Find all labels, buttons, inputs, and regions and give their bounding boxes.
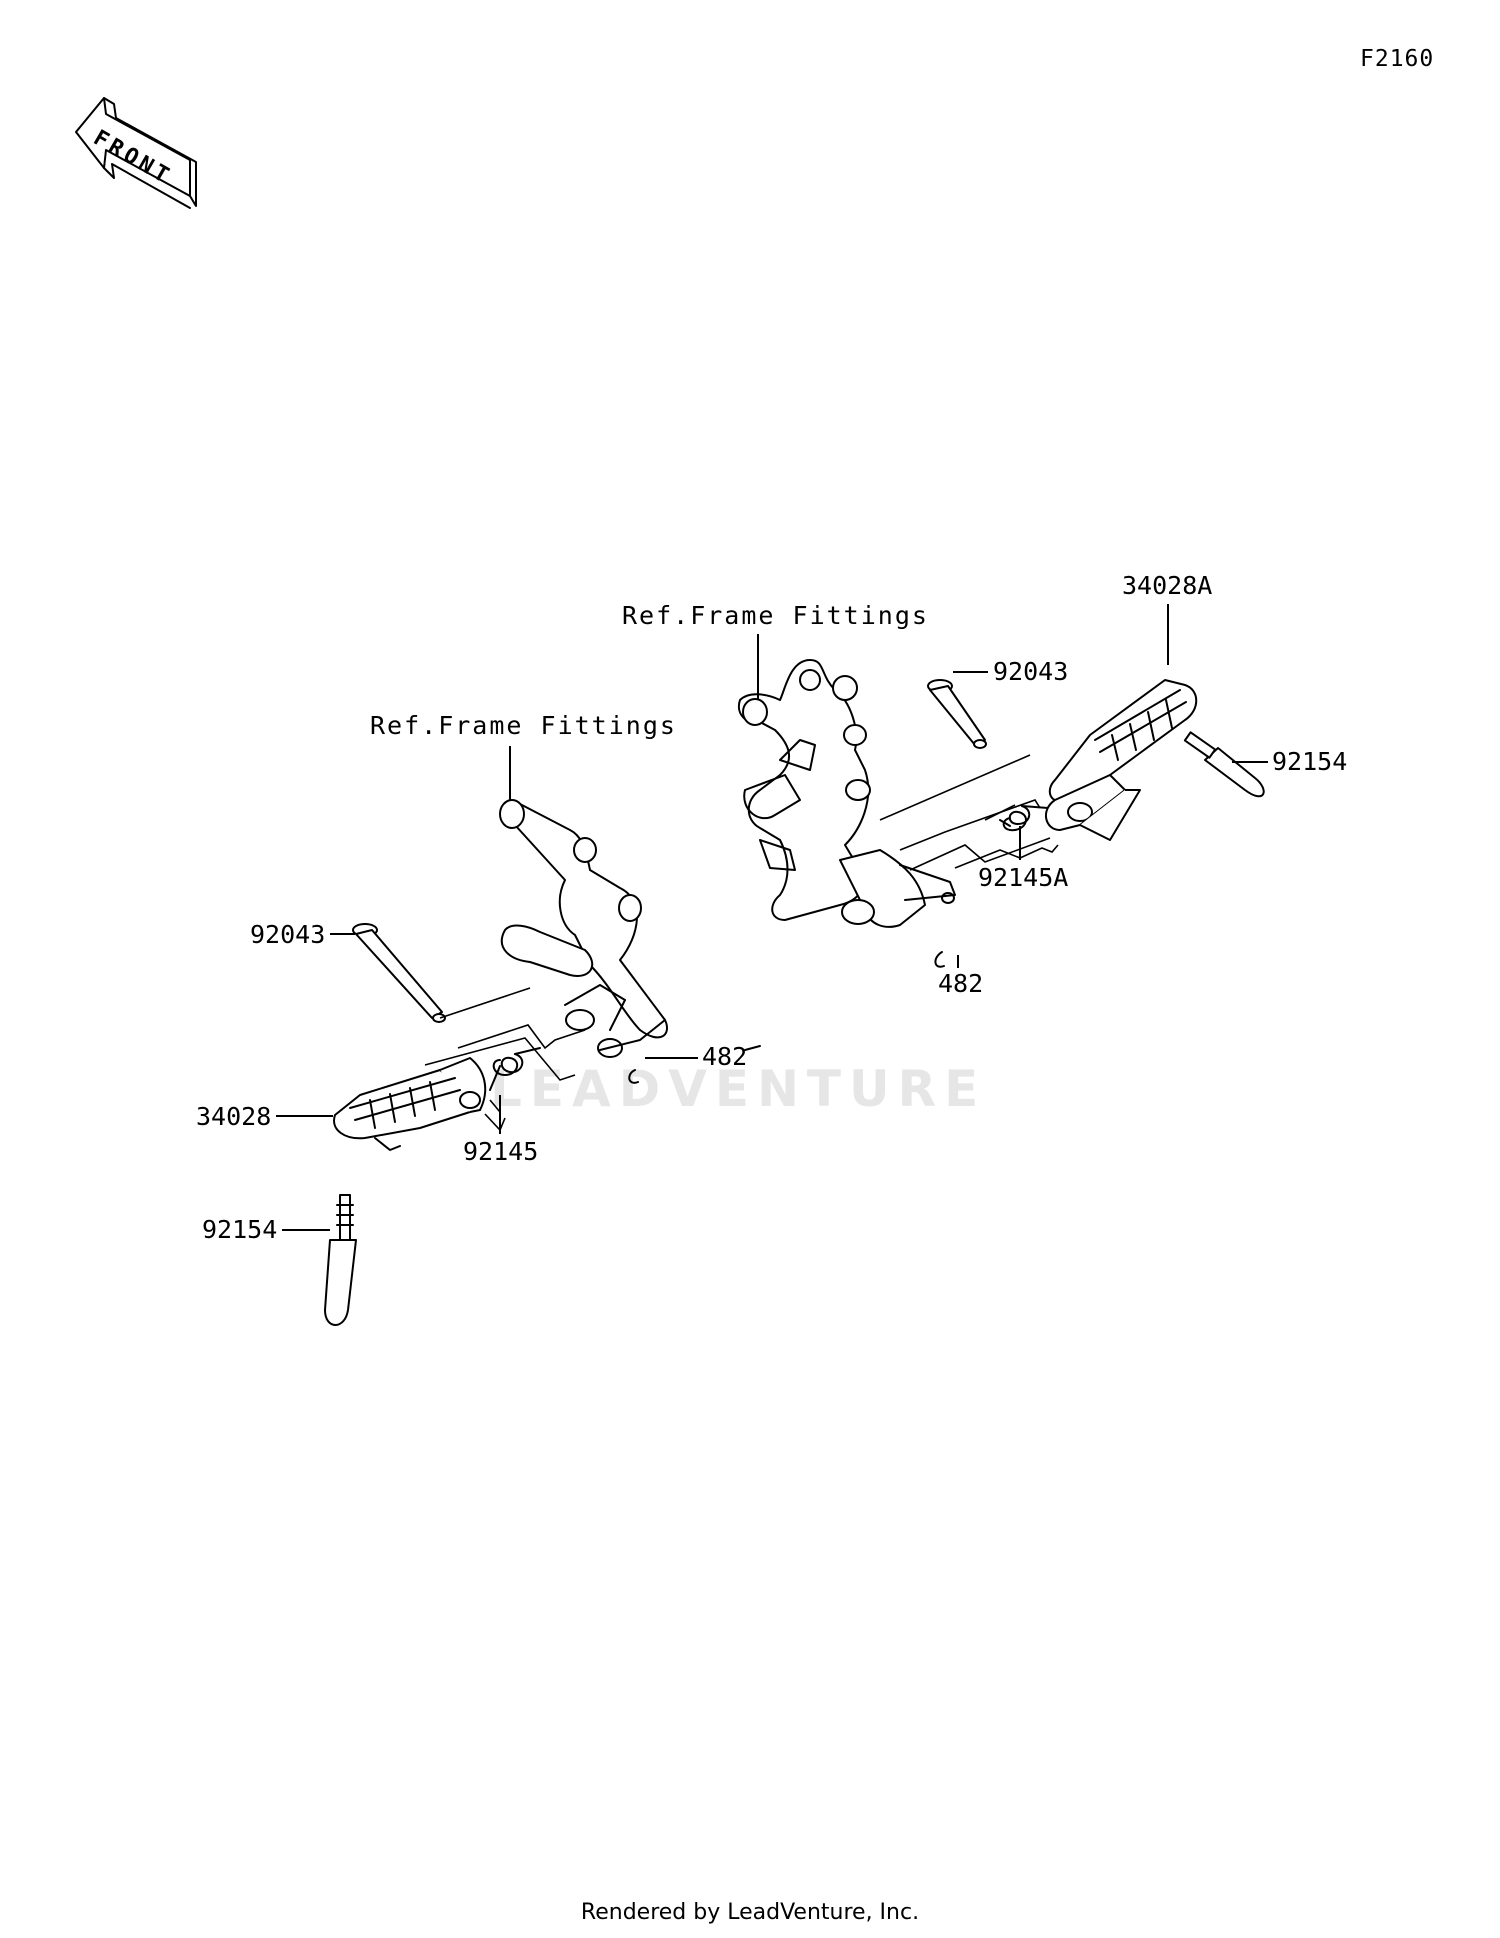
label-34028A: 34028A: [1122, 571, 1212, 600]
label-34028: 34028: [196, 1102, 271, 1131]
left-assembly-lines: [424, 987, 586, 1132]
label-ref-frame-right: Ref.Frame Fittings: [622, 601, 929, 630]
label-92043-right: 92043: [993, 657, 1068, 686]
right-spring-92145A: [999, 805, 1049, 832]
label-92145: 92145: [463, 1137, 538, 1166]
label-ref-frame-left: Ref.Frame Fittings: [370, 711, 677, 740]
right-footpeg-34028A: [1045, 679, 1198, 841]
watermark: LEADVENTURE: [490, 1060, 987, 1118]
left-spring-92145: [489, 1047, 541, 1091]
left-bolt-92154: [324, 1194, 357, 1326]
label-482-right: 482: [938, 969, 983, 998]
right-pin-92043: [927, 679, 987, 749]
label-92154-right: 92154: [1272, 747, 1347, 776]
left-pin-92043: [352, 923, 446, 1023]
right-snap-ring-482: [934, 951, 945, 968]
label-92145A: 92145A: [978, 863, 1068, 892]
right-assembly-lines: [879, 754, 1059, 871]
left-bracket: [499, 799, 668, 1058]
left-footpeg-34028: [333, 1057, 487, 1151]
front-arrow-icon: FRONT: [75, 97, 197, 209]
label-92154-left: 92154: [202, 1215, 277, 1244]
right-bracket: [737, 659, 956, 1051]
label-92043-left: 92043: [250, 920, 325, 949]
right-bolt-92154: [1183, 731, 1265, 798]
footer-credit: Rendered by LeadVenture, Inc.: [580, 1900, 920, 1925]
diagram-code: F2160: [1360, 46, 1435, 72]
left-snap-ring-482: [628, 1069, 639, 1084]
label-482-left: 482: [702, 1042, 747, 1071]
